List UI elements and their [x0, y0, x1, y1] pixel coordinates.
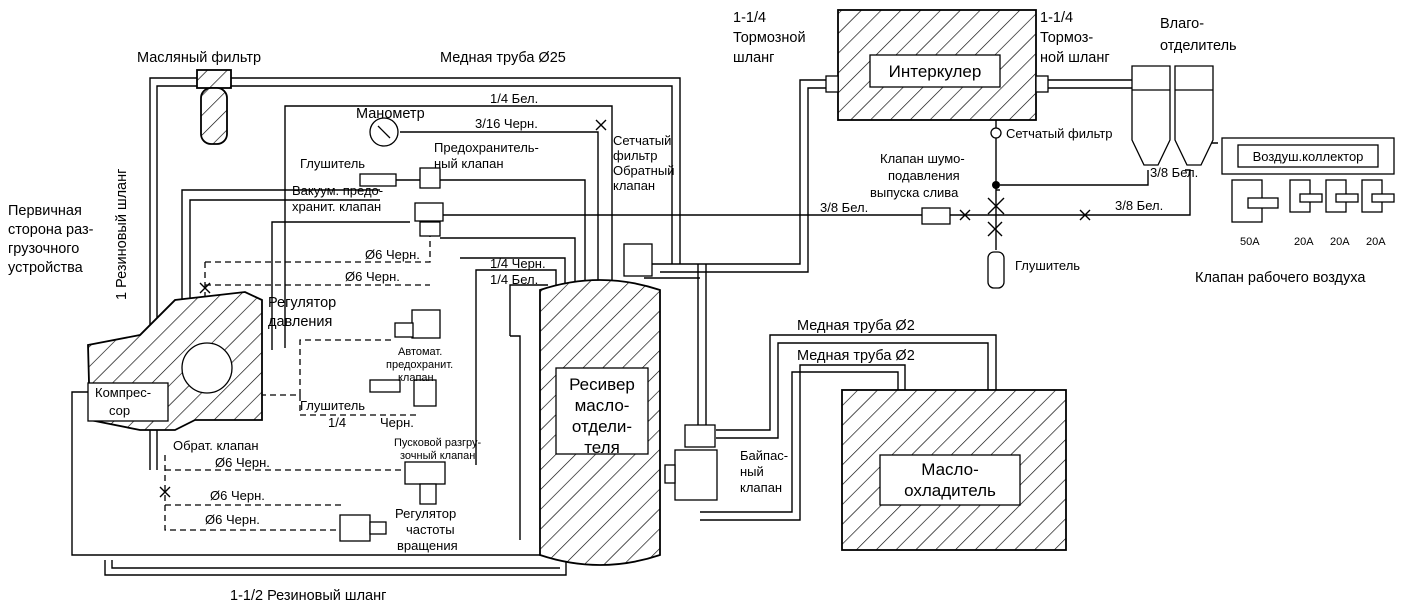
oil-cooler-label-2: охладитель	[904, 481, 996, 500]
silencer-right-label: Глушитель	[1015, 258, 1080, 273]
pipe-label-white-14-top: 1/4 Бел.	[490, 91, 538, 106]
moisture-separator-label-1: Влаго-	[1160, 16, 1204, 32]
right-valves	[921, 127, 1005, 289]
pressure-regulator-label-2: давления	[268, 314, 332, 330]
mesh-filter-left-label-1: Сетчатый	[613, 133, 671, 148]
noise-valve-label-1: Клапан шумо-	[880, 151, 965, 166]
compressor-label-box	[87, 382, 169, 422]
pipe-label-black-6-b: Ø6 Черн.	[345, 269, 400, 284]
oil-cooler: Масло- охладитель	[841, 389, 1067, 551]
pipes	[71, 77, 1218, 576]
oil-filter	[196, 69, 232, 145]
check-valve-bottom-label: Обрат. клапан	[173, 438, 259, 453]
silencer-mid-label: Глушитель	[300, 398, 365, 413]
vacuum-valve-label-2: хранит. клапан	[292, 199, 381, 214]
brake-hose-left-label-2: Тормозной	[733, 30, 806, 46]
air-manifold: Воздуш.коллектор	[1221, 137, 1395, 223]
manometer-gauge	[369, 117, 399, 147]
rubber-hose-1-label: 1 Резиновый шланг	[114, 169, 130, 300]
check-valve-left-label-1: Обратный	[613, 163, 674, 178]
cross-markers	[159, 119, 1091, 498]
noise-valve-label-3: выпуска слива	[870, 185, 959, 200]
mesh-filter-left-label-2: фильтр	[613, 148, 657, 163]
brake-hose-right-label-3: ной шланг	[1040, 50, 1110, 66]
labels: Масляный фильтр Медная труба Ø25 1 Резин…	[8, 10, 1386, 604]
primary-side-label-3: грузочного	[8, 241, 79, 257]
pipe-label-black-6-a: Ø6 Черн.	[365, 247, 420, 262]
speed-regulator-label-1: Регулятор	[395, 506, 456, 521]
receiver-label-1: Ресивер	[569, 375, 635, 394]
speed-regulator-label-3: вращения	[397, 538, 458, 553]
oil-cooler-label-1: Масло-	[921, 460, 979, 479]
receiver-label-4: теля	[584, 438, 620, 457]
safety-valve-label-1: Предохранитель-	[434, 140, 539, 155]
compressor-label-1: Компрес-	[95, 385, 151, 400]
working-air-valve-label: Клапан рабочего воздуха	[1195, 270, 1366, 286]
pipe-label-white-38-b: 3/8 Бел.	[820, 200, 868, 215]
valve-size-4: 20A	[1366, 236, 1386, 248]
noise-valve-label-2: подавления	[888, 168, 960, 183]
black-14-silencer-label: Черн.	[380, 415, 414, 430]
brake-hose-right-label-2: Тормоз-	[1040, 30, 1093, 46]
rubber-hose-112-label: 1-1/2 Резиновый шланг	[230, 588, 386, 604]
primary-side-label-2: сторона раз-	[8, 222, 94, 238]
copper-pipe-2a-label: Медная труба Ø2	[797, 318, 915, 334]
dashed-lines	[160, 230, 431, 531]
start-unloader-label-1: Пусковой разгру-	[394, 437, 482, 449]
brake-hose-left-label-3: шланг	[733, 50, 774, 66]
oil-filter-label: Масляный фильтр	[137, 50, 261, 66]
receiver-label-3: отдели-	[572, 417, 632, 436]
brake-hose-left-label-1: 1-1/4	[733, 10, 766, 26]
vacuum-valve-label-1: Вакуум. предо-	[292, 183, 383, 198]
pipe-label-white-38-a: 3/8 Бел.	[1150, 165, 1198, 180]
pipe-size-14-label: 1/4	[328, 415, 346, 430]
compressor-label-2: сор	[109, 403, 130, 418]
copper-pipe-2b-label: Медная труба Ø2	[797, 348, 915, 364]
safety-valve-label-2: ный клапан	[434, 156, 504, 171]
valve-size-2: 20A	[1294, 236, 1314, 248]
pipe-label-white-38-c: 3/8 Бел.	[1115, 198, 1163, 213]
start-unloader-label-2: зочный клапан	[400, 450, 475, 462]
speed-regulator-label-2: частоты	[406, 522, 455, 537]
compressor: Компрес- сор	[87, 291, 263, 431]
receiver-label-2: масло-	[575, 396, 630, 415]
oil-separator-receiver: Ресивер масло- отдели- теля	[539, 243, 661, 566]
brake-hose-right-label-1: 1-1/4	[1040, 10, 1073, 26]
auto-safety-valve-label-3: клапан	[398, 372, 434, 384]
bypass-valve-body	[664, 424, 718, 501]
pipe-label-black-14: 1/4 Черн.	[490, 256, 546, 271]
bypass-valve-label-3: клапан	[740, 480, 782, 495]
pipe-label-black-316: 3/16 Черн.	[475, 116, 538, 131]
valve-size-3: 20A	[1330, 236, 1350, 248]
pipe-label-black-6-e: Ø6 Черн.	[205, 512, 260, 527]
auto-safety-valve-label-1: Автомат.	[398, 346, 442, 358]
intercooler: Интеркулер	[825, 9, 1049, 121]
left-valves	[339, 167, 446, 542]
silencer-top-label: Глушитель	[300, 156, 365, 171]
pipe-label-white-14: 1/4 Бел.	[490, 272, 538, 287]
moisture-separator	[1131, 65, 1214, 166]
primary-side-label-1: Первичная	[8, 203, 82, 219]
bypass-valve-label-2: ный	[740, 464, 764, 479]
pipe-label-black-6-c: Ø6 Черн.	[215, 455, 270, 470]
auto-safety-valve-label-2: предохранит.	[386, 359, 453, 371]
manometer-label: Манометр	[356, 106, 425, 122]
pressure-regulator-label-1: Регулятор	[268, 295, 336, 311]
pipe-label-black-6-d: Ø6 Черн.	[210, 488, 265, 503]
copper-pipe-25-label: Медная труба Ø25	[440, 50, 566, 66]
valve-size-1: 50A	[1240, 236, 1260, 248]
air-manifold-label: Воздуш.коллектор	[1253, 149, 1364, 164]
check-valve-left-label-2: клапан	[613, 178, 655, 193]
moisture-separator-label-2: отделитель	[1160, 38, 1237, 54]
mesh-filter-right-label: Сетчатый фильтр	[1006, 126, 1113, 141]
primary-side-label-4: устройства	[8, 260, 84, 276]
intercooler-label: Интеркулер	[889, 62, 982, 81]
bypass-valve-label-1: Байпас-	[740, 448, 788, 463]
